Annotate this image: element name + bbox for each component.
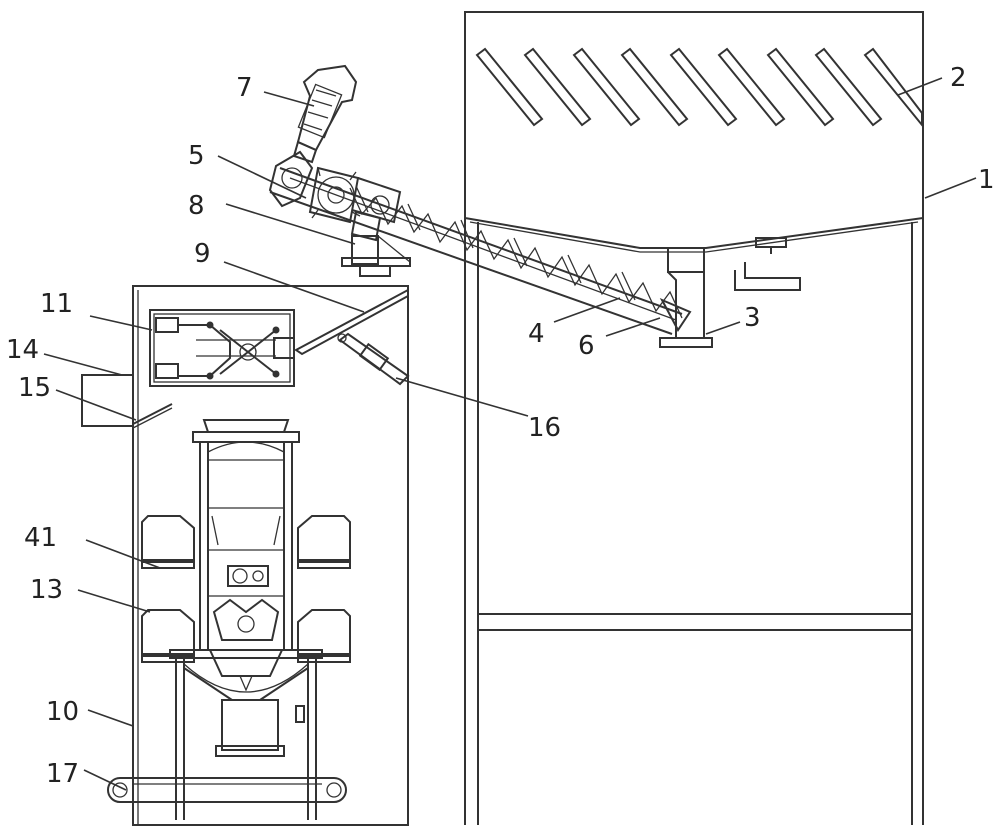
label-7: 7 <box>236 73 253 103</box>
support-stand <box>169 649 323 820</box>
label-9: 9 <box>194 239 211 269</box>
motor <box>292 64 358 164</box>
reference-numerals: 2 1 3 4 6 7 5 8 9 11 14 15 16 41 13 10 1… <box>6 63 995 789</box>
support-column <box>341 210 411 277</box>
hopper-frame <box>464 11 924 825</box>
label-11: 11 <box>40 289 73 319</box>
discharge-pipe <box>659 247 713 348</box>
leader-lines <box>43 77 977 791</box>
side-inlet <box>81 374 173 429</box>
label-41: 41 <box>24 523 57 553</box>
bag-carousel <box>141 419 351 693</box>
label-14: 14 <box>6 335 39 365</box>
label-10: 10 <box>46 697 79 727</box>
label-8: 8 <box>188 191 205 221</box>
label-3: 3 <box>744 303 761 333</box>
label-4: 4 <box>528 319 545 349</box>
label-1: 1 <box>978 165 995 195</box>
label-17: 17 <box>46 759 79 789</box>
screw-conveyor <box>268 150 692 335</box>
clamping-device <box>149 309 295 387</box>
label-5: 5 <box>188 141 205 171</box>
label-2: 2 <box>950 63 967 93</box>
push-cylinder <box>337 332 410 386</box>
cabinet <box>132 285 409 826</box>
label-13: 13 <box>30 575 63 605</box>
label-16: 16 <box>528 413 561 443</box>
baffle-plates <box>475 47 923 128</box>
label-15: 15 <box>18 373 51 403</box>
conveyor-belt <box>107 777 347 803</box>
label-6: 6 <box>578 331 595 361</box>
